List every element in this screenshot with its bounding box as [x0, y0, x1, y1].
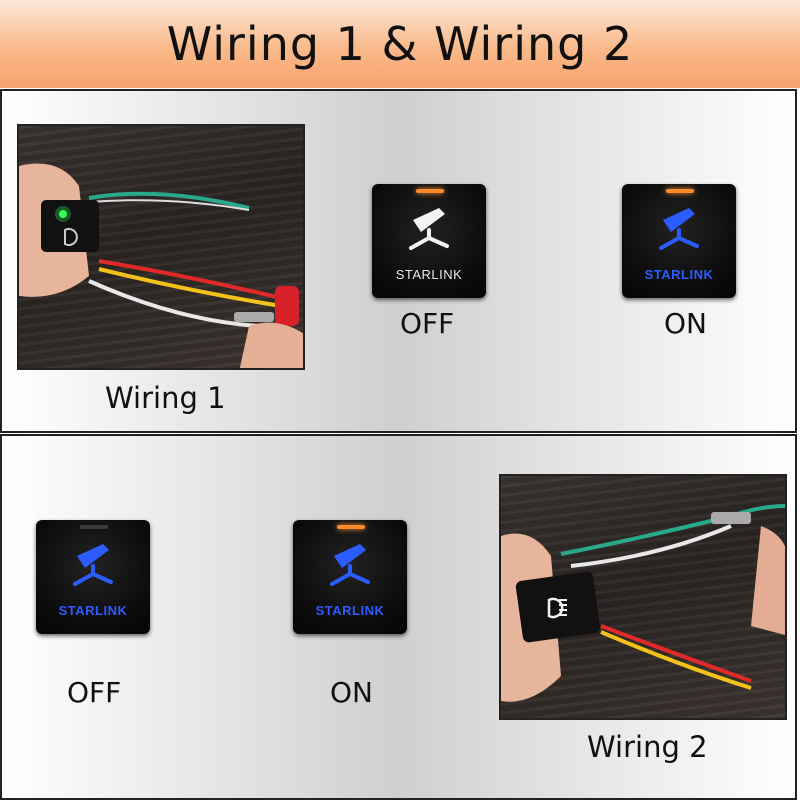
- starlink-logo-icon: [330, 544, 370, 586]
- starlink-logo-icon: [73, 544, 113, 586]
- indicator-led: [337, 525, 365, 529]
- state-label-on: ON: [664, 307, 707, 340]
- starlink-logo-icon: [659, 208, 699, 250]
- indicator-led: [80, 525, 108, 529]
- page-title: Wiring 1 & Wiring 2: [166, 17, 634, 71]
- wiring-2-photo: [499, 474, 787, 720]
- indicator-led: [666, 189, 694, 193]
- starlink-switch-off: STARLINK: [36, 520, 150, 634]
- switch-brand-label: STARLINK: [58, 603, 128, 618]
- state-label-off: OFF: [67, 676, 122, 709]
- starlink-switch-on: STARLINK: [622, 184, 736, 298]
- starlink-switch-on: STARLINK: [293, 520, 407, 634]
- switch-brand-label: STARLINK: [395, 267, 463, 282]
- switch-brand-label: STARLINK: [315, 603, 385, 618]
- wiring-1-caption: Wiring 1: [105, 381, 226, 415]
- wiring-1-panel: Wiring 1 STARLINK OFF STARLINK ON: [0, 89, 797, 433]
- wiring-2-caption: Wiring 2: [587, 730, 708, 764]
- wiring-1-photo: [17, 124, 305, 370]
- switch-brand-label: STARLINK: [644, 267, 714, 282]
- starlink-logo-icon: [409, 208, 449, 250]
- starlink-switch-off: STARLINK: [372, 184, 486, 298]
- wiring-2-panel: STARLINK OFF STARLINK ON Wiring 2: [0, 434, 797, 800]
- state-label-on: ON: [330, 676, 373, 709]
- state-label-off: OFF: [400, 307, 455, 340]
- indicator-led: [416, 189, 444, 193]
- title-banner: Wiring 1 & Wiring 2: [0, 0, 800, 88]
